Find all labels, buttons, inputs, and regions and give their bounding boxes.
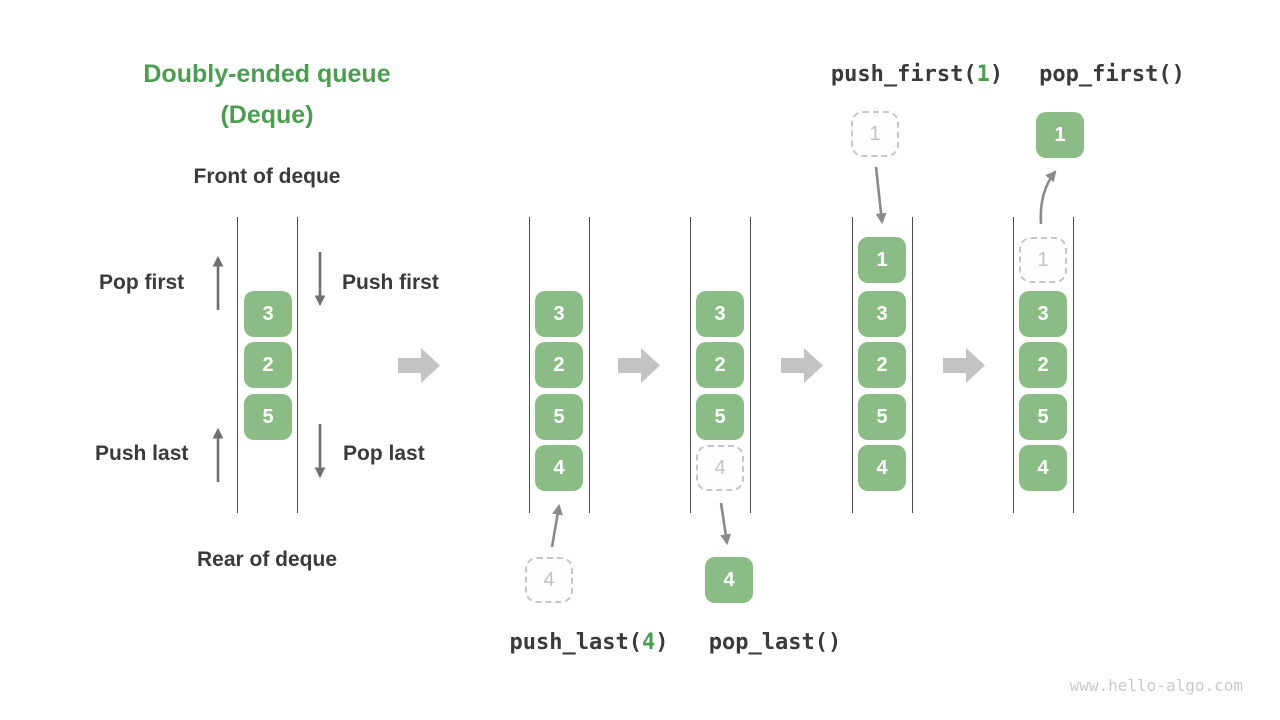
deque-cell: 3: [1019, 291, 1067, 337]
push-last-code-label: push_last(4): [510, 630, 669, 655]
step-arrow-1: [398, 348, 440, 383]
page-title-line1: Doubly-ended queue: [143, 60, 391, 88]
deque-cell: 2: [696, 342, 744, 388]
step-arrow-3: [781, 348, 823, 383]
deque-cell-ghost: 4: [696, 445, 744, 491]
code-arg: 1: [976, 62, 990, 87]
push-first-label: Push first: [342, 271, 439, 294]
pop-last-label: Pop last: [343, 442, 425, 465]
deque-cell: 4: [535, 445, 583, 491]
pop-first-label: Pop first: [99, 271, 185, 294]
push-last-label: Push last: [95, 442, 189, 465]
code-text: push_last(: [509, 630, 642, 655]
step-arrow-4: [943, 348, 985, 383]
code-text: ): [989, 62, 1004, 87]
deque-cell-ghost: 1: [1019, 237, 1067, 283]
deque-cell: 2: [858, 342, 906, 388]
deque-cell: 1: [858, 237, 906, 283]
pop-last-outgoing-cell: 4: [705, 557, 753, 603]
deque-cell: 5: [244, 394, 292, 440]
deque-cell: 3: [535, 291, 583, 337]
deque-cell: 5: [1019, 394, 1067, 440]
step-arrow-2: [618, 348, 660, 383]
deque-cell: 2: [535, 342, 583, 388]
deque-cell: 5: [535, 394, 583, 440]
pop-last-code-label: pop_last(): [708, 630, 842, 655]
deque-cell: 4: [1019, 445, 1067, 491]
push-first-incoming-cell: 1: [851, 111, 899, 157]
page-title-line2: (Deque): [220, 101, 314, 129]
deque-cell: 3: [244, 291, 292, 337]
push-first-code-label: push_first(1): [831, 62, 1003, 87]
deque-cell: 3: [696, 291, 744, 337]
queue-channel-4: [852, 217, 913, 513]
push-first-connector-arrow: [874, 166, 887, 225]
queue-channel-5: [1013, 217, 1074, 513]
pop-first-outgoing-cell: 1: [1036, 112, 1084, 158]
deque-cell: 2: [1019, 342, 1067, 388]
deque-cell: 3: [858, 291, 906, 337]
queue-channel-1: [237, 217, 298, 513]
code-text: ): [655, 630, 669, 655]
code-text: push_first(: [830, 62, 977, 87]
front-of-deque-label: Front of deque: [193, 165, 341, 188]
deque-cell: 5: [696, 394, 744, 440]
queue-channel-3: [690, 217, 751, 513]
pop-first-code-label: pop_first(): [1039, 62, 1185, 87]
code-arg: 4: [641, 630, 656, 655]
watermark: www.hello-algo.com: [1069, 676, 1243, 695]
deque-cell: 2: [244, 342, 292, 388]
deque-cell: 5: [858, 394, 906, 440]
push-last-incoming-cell: 4: [525, 557, 573, 603]
deque-cell: 4: [858, 445, 906, 491]
queue-channel-2: [529, 217, 590, 513]
rear-of-deque-label: Rear of deque: [196, 548, 338, 571]
